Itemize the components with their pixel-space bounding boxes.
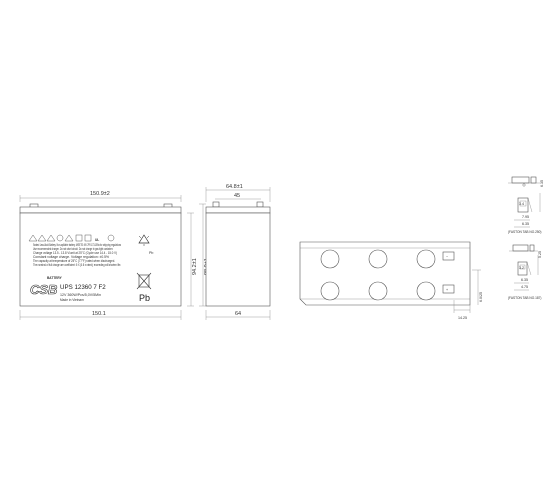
- terminal-depth-label: 14.25: [458, 316, 467, 320]
- front-label: UL Sealed Lead Acid Battery. Non-spillab…: [28, 234, 153, 303]
- top-terminal-negative: [442, 251, 455, 261]
- bin-pb-label: Pb: [139, 293, 150, 303]
- faston-187-caption: (FASTON TAB NO.187): [508, 296, 541, 300]
- side-lid: [205, 206, 271, 214]
- terminal-detail-187: 3.2 6.35 4.75 5.25 (FASTON TAB NO.187): [508, 244, 542, 300]
- label-small-print-3: Charge voltage 13.5 - 13.8 V/unit at 25°…: [33, 251, 117, 255]
- top-terminal-positive: [442, 284, 455, 294]
- case-width-label: 150.1: [92, 311, 106, 317]
- front-view: 150.9±2 UL Sealed Lead Acid Battery.: [19, 191, 210, 320]
- svg-text:UL: UL: [95, 238, 99, 242]
- label-small-print-6: The nominal of full charge are coefficie…: [33, 263, 121, 267]
- faston-250-dim-3: 6.35: [522, 222, 529, 226]
- faston-250-caption: (FASTON TAB NO.250): [508, 230, 541, 234]
- top-view: − + 6.0/25 14.25: [299, 241, 483, 320]
- warning-icons: UL: [28, 234, 115, 242]
- vent-cap-2: [368, 249, 388, 269]
- recycle-icon: Pb: [138, 234, 153, 255]
- negative-polarity-label: −: [446, 255, 448, 259]
- label-small-print-2: Use recommended charger. Do not short ci…: [33, 247, 113, 251]
- brand-label: BATTERY: [47, 276, 63, 280]
- model-label: UPS 12360 7 F2: [60, 284, 106, 291]
- crossed-bin-icon: [136, 272, 152, 290]
- vent-cap-6: [416, 281, 436, 301]
- side-view: 64.8±1 45 64: [205, 184, 271, 320]
- faston-187-dim-2: 6.35: [521, 278, 528, 282]
- faston-187-tab-top: [512, 244, 529, 252]
- total-height-label: 94.2±1: [192, 258, 198, 275]
- faston-250-dim-2: 7.95: [522, 215, 529, 219]
- positive-polarity-label: +: [446, 288, 448, 292]
- front-case: [19, 212, 182, 307]
- faston-250-dim-4: 6.35: [540, 180, 544, 187]
- faston-187-dim-1: 3.2: [519, 266, 524, 270]
- terminal-spacing-label: 45: [234, 193, 240, 199]
- vent-cap-4: [320, 281, 340, 301]
- side-case: [205, 212, 271, 307]
- label-small-print-1: Sealed Lead Acid Battery. Non-spillable …: [33, 243, 121, 247]
- vent-cap-5: [368, 281, 388, 301]
- overall-width-label: 150.9±2: [90, 191, 110, 197]
- origin-label: Made in Vietnam: [60, 298, 84, 302]
- terminal-detail-250: 3.4 7.95 6.35 6.35 (FASTON TAB NO.250): [508, 176, 544, 234]
- csb-logo: CSB: [30, 282, 58, 298]
- label-small-print-4: Constant voltage charge. Voltage regulat…: [33, 255, 109, 259]
- faston-250-dim-1: 3.4: [519, 202, 524, 206]
- faston-250-tab-side: [517, 197, 529, 213]
- case-depth-label: 64: [235, 311, 241, 317]
- rating-label: 12V 360W/Pcs/5,0V/5Min: [60, 293, 101, 297]
- side-terminal-right: [256, 201, 264, 208]
- vent-cap-3: [416, 249, 436, 269]
- front-lid: [19, 206, 182, 214]
- faston-250-tab-top: [511, 176, 530, 184]
- svg-text:CSB: CSB: [30, 282, 57, 297]
- side-terminal-left: [212, 201, 220, 208]
- label-small-print-5: The capacity at temperature of 25°C (77°…: [33, 259, 115, 263]
- top-width-label: 64.8±1: [226, 184, 243, 190]
- vent-cap-1: [320, 249, 340, 269]
- faston-187-tab-side: [517, 261, 528, 276]
- recycle-pb-label: Pb: [149, 251, 153, 255]
- terminal-offset-label: 6.0/25: [479, 292, 483, 302]
- faston-187-dim-4: 5.25: [538, 251, 542, 258]
- faston-187-dim-3: 4.75: [521, 285, 528, 289]
